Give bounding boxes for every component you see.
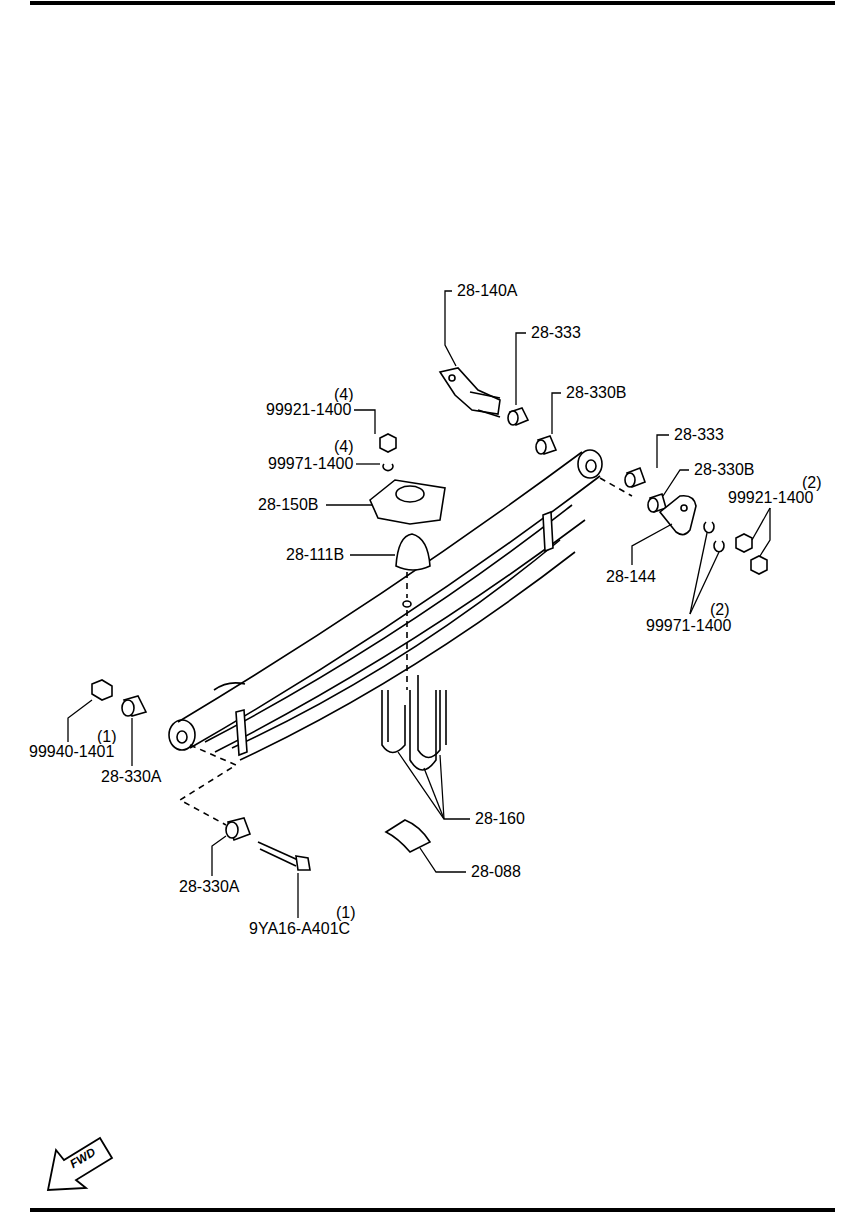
bottom-rule <box>30 1208 835 1212</box>
part-number: 28-333 <box>673 427 725 443</box>
spring-seat <box>370 480 445 524</box>
top-rule <box>30 1 835 5</box>
leaf-spring <box>169 450 602 760</box>
spring-bracket <box>440 368 500 417</box>
part-number: 28-330B <box>693 462 756 478</box>
part-number: 99971-1400 <box>645 618 732 634</box>
quantity-number: (4) <box>333 439 355 455</box>
quantity-number: (1) <box>96 729 118 745</box>
part-number: 99971-1400 <box>267 456 354 472</box>
spring-bolt <box>258 842 310 870</box>
part-number: 28-330A <box>178 879 241 895</box>
quantity-number: (1) <box>335 905 357 921</box>
part-number: 28-333 <box>530 325 582 341</box>
part-number: 99921-1400 <box>727 490 814 506</box>
part-number: 28-144 <box>605 569 657 585</box>
quantity-number: (2) <box>801 475 823 491</box>
part-number: 28-088 <box>470 864 522 880</box>
quantity-number: (2) <box>709 602 731 618</box>
assembly-guides <box>180 478 632 825</box>
part-number: 28-330A <box>100 769 163 785</box>
shackle-plate <box>660 496 696 535</box>
part-number: 28-150B <box>257 497 320 513</box>
bushings <box>122 408 666 840</box>
bump-stopper <box>396 534 430 570</box>
nuts <box>92 434 767 700</box>
u-bolts <box>382 675 446 770</box>
part-number: 28-160 <box>474 811 526 827</box>
shackle-hole <box>681 505 687 511</box>
part-number: 28-330B <box>565 385 628 401</box>
part-number: 99940-1401 <box>28 744 115 760</box>
leader-lines <box>68 291 770 918</box>
seat-boss <box>396 486 424 502</box>
quantity-number: (4) <box>333 387 355 403</box>
part-number: 28-111B <box>285 547 345 563</box>
part-number: 9YA16-A401C <box>248 921 351 937</box>
part-number: 99921-1400 <box>265 402 352 418</box>
direction-label: FWD <box>67 1145 98 1170</box>
forward-arrow <box>48 1138 112 1190</box>
part-number: 28-140A <box>456 283 519 299</box>
spring-plate <box>386 820 430 852</box>
